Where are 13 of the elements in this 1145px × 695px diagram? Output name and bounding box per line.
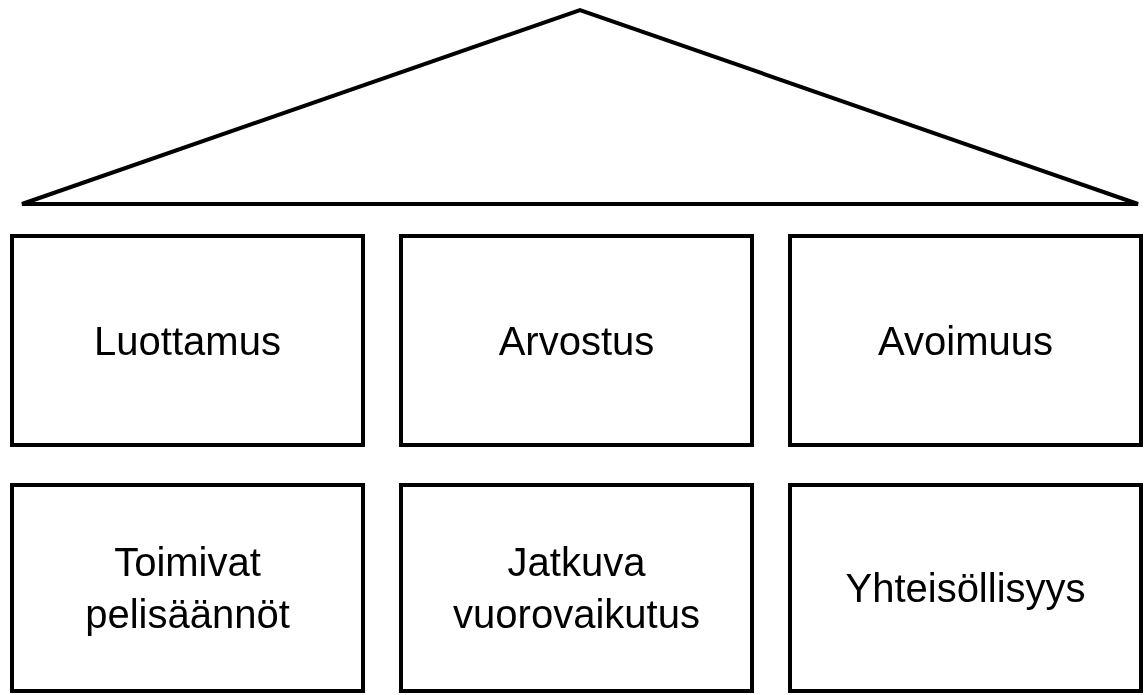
box-label: Yhteisöllisyys bbox=[845, 565, 1086, 612]
pillar-box bbox=[399, 483, 754, 693]
pillar-box bbox=[10, 483, 365, 693]
pillar-box bbox=[788, 234, 1143, 447]
pillar-box bbox=[399, 234, 754, 447]
box-label: Avoimuus bbox=[878, 317, 1053, 365]
pillar-box bbox=[788, 483, 1143, 693]
roof-triangle bbox=[20, 7, 1140, 206]
pillar-box bbox=[10, 234, 365, 447]
box-label: Toimivat pelisäännöt bbox=[84, 539, 291, 638]
box-label: Luottamus bbox=[94, 317, 281, 365]
box-label: Jatkuva vuorovaikutus bbox=[452, 539, 701, 638]
box-label: Arvostus bbox=[498, 317, 655, 365]
